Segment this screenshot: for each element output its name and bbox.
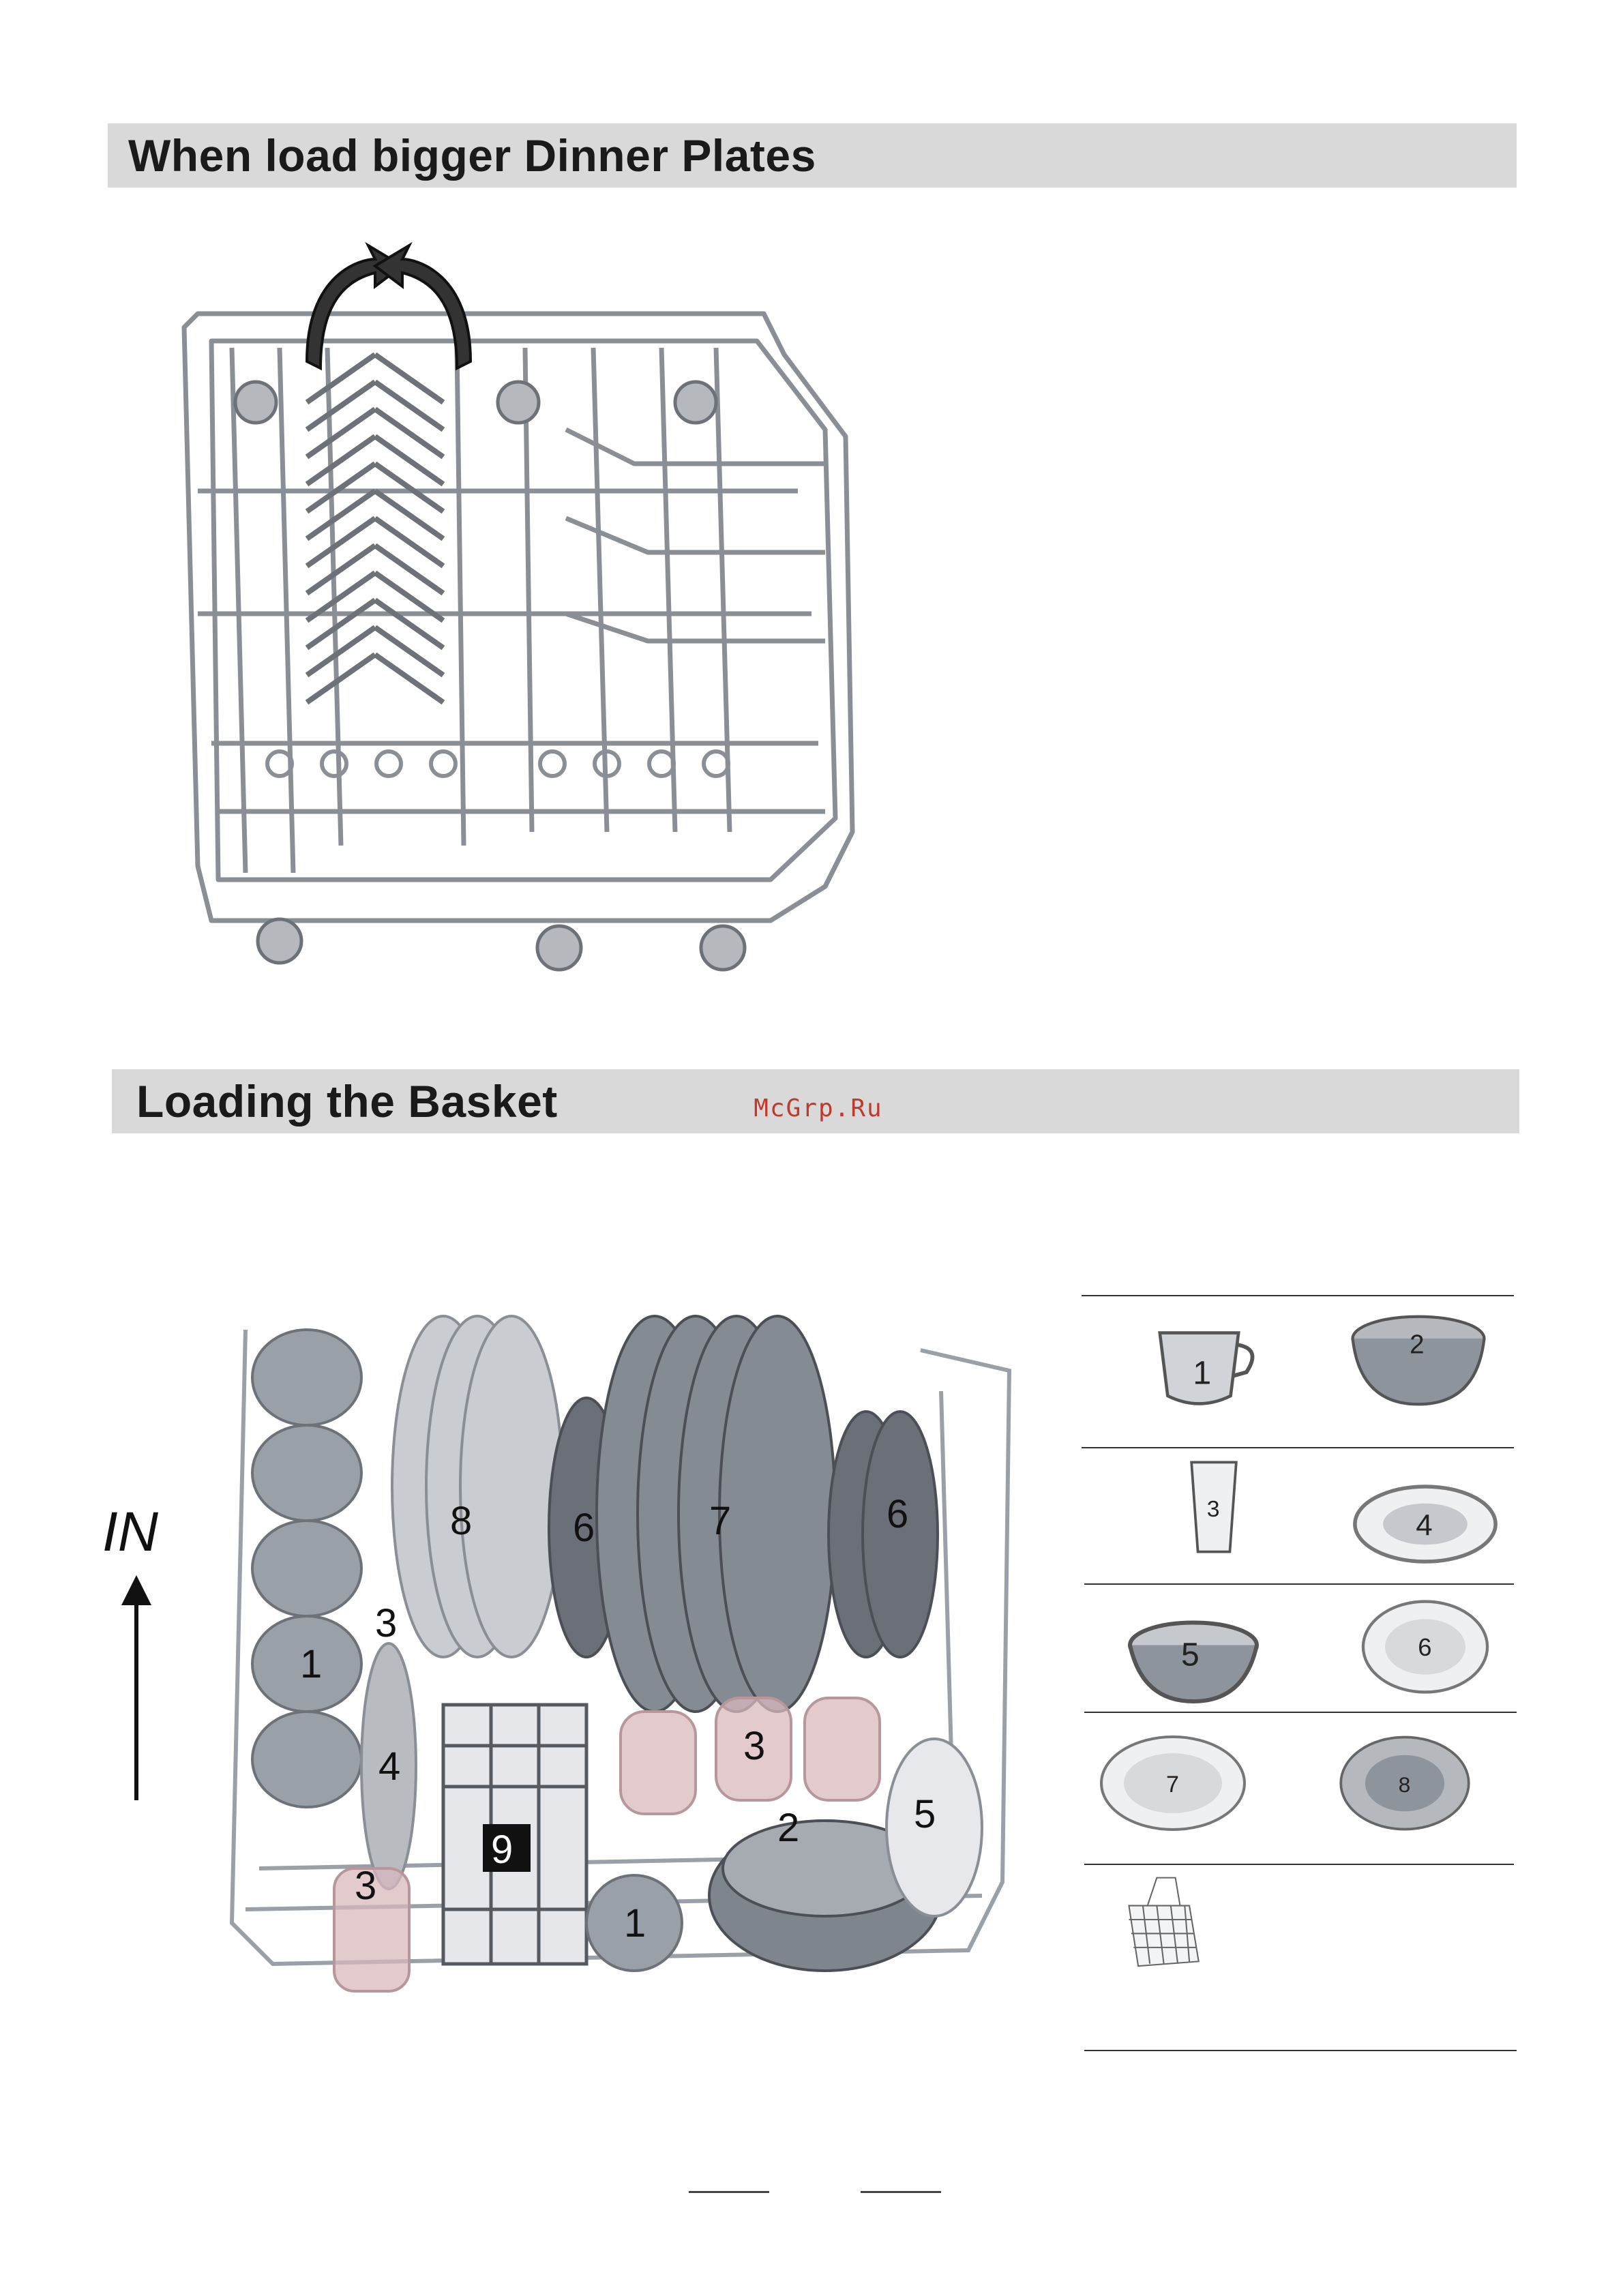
svg-text:1: 1 [1193,1355,1211,1392]
upper-rack-illustration [170,232,852,982]
section-title: Loading the Basket [136,1075,558,1127]
callout-1: 1 [624,1901,646,1945]
small-dish-icon: 4 [1350,1473,1500,1575]
callout-3: 3 [375,1601,397,1645]
direction-label: IN [102,1500,158,1564]
legend-divider [1084,1712,1517,1713]
svg-text:8: 8 [1399,1772,1411,1797]
section-title: When load bigger Dinner Plates [128,130,816,181]
section-header-plates: When load bigger Dinner Plates [108,123,1517,188]
cutlery-basket-icon [1091,1868,1241,1971]
small-bowl-icon: 5 [1118,1609,1268,1712]
callout-6: 6 [887,1492,908,1536]
legend-divider [1084,1583,1514,1585]
svg-text:6: 6 [1418,1633,1431,1661]
callout-5: 5 [914,1792,936,1836]
callout-1: 1 [300,1642,322,1686]
callout-3: 3 [743,1724,765,1768]
glass-icon: 3 [1139,1456,1289,1558]
svg-text:4: 4 [1416,1509,1432,1542]
legend-divider [1084,1864,1514,1865]
up-arrow-icon [116,1575,157,1807]
callout-7: 7 [709,1499,731,1543]
callout-4: 4 [378,1744,400,1789]
dessert-plate-icon: 6 [1350,1596,1500,1698]
large-bowl-icon: 2 [1343,1309,1493,1412]
footer-mark [689,2191,769,2193]
svg-text:2: 2 [1410,1330,1424,1359]
svg-text:3: 3 [1207,1496,1220,1522]
soup-plate-icon: 8 [1330,1732,1480,1834]
fold-arrow-icon [307,245,471,368]
legend-divider [1082,1447,1514,1448]
callout-6: 6 [573,1506,595,1550]
footer-mark [861,2191,941,2193]
callout-2: 2 [777,1806,799,1850]
svg-text:7: 7 [1166,1772,1179,1798]
cup-icon: 1 [1132,1309,1282,1412]
callout-3: 3 [355,1864,376,1908]
dinner-plate-icon: 7 [1098,1732,1248,1834]
callout-9: 9 [491,1828,513,1872]
svg-text:5: 5 [1181,1637,1200,1673]
lower-basket-illustration: 8 6 7 6 3 1 4 3 9 3 2 5 1 [218,1309,1037,2025]
watermark: McGrp.Ru [750,1094,887,1122]
legend-divider [1084,2050,1517,2051]
callout-8: 8 [450,1499,472,1543]
legend-divider [1082,1295,1514,1296]
